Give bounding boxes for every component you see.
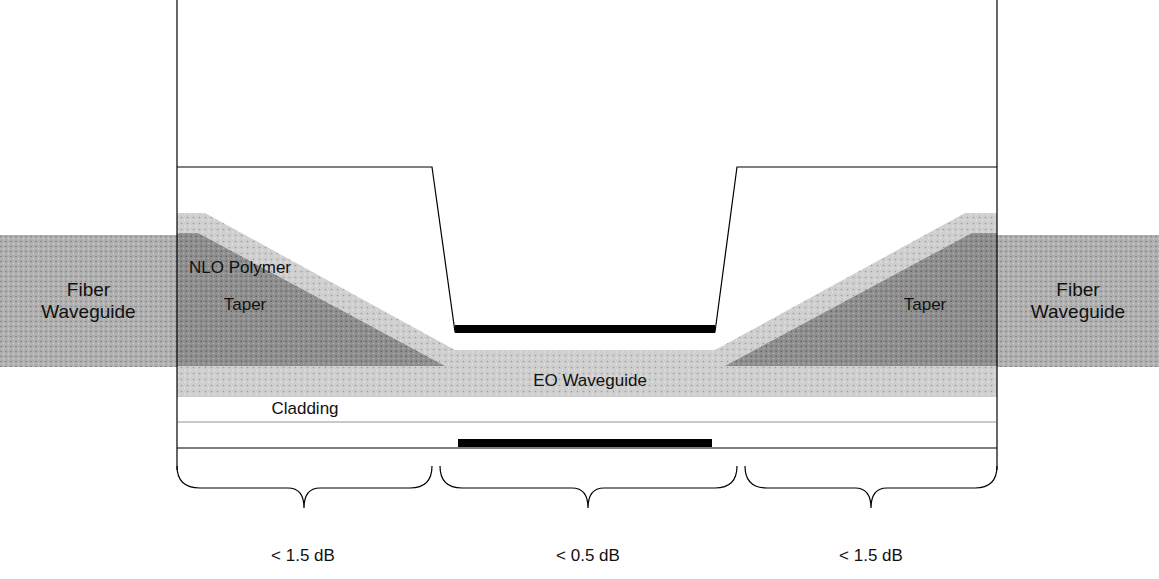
brace (177, 466, 432, 508)
substrate-line (177, 447, 997, 448)
fiber-fill (0, 235, 177, 367)
layer-label: NLO Polymer (189, 259, 291, 278)
layer-label: Taper (904, 296, 947, 315)
loss-value: < 1.5 dB (839, 547, 903, 566)
chip-edge (996, 0, 997, 470)
loss-value: < 1.5 dB (271, 547, 335, 566)
cladding-line (177, 422, 997, 423)
eo-waveguide-band (177, 368, 997, 395)
bottom-electrode (458, 439, 712, 447)
polymer-outline (177, 167, 997, 332)
chip-edge (176, 0, 177, 470)
top-electrode (455, 325, 715, 333)
layer-label: Cladding (271, 400, 338, 419)
layer-label: Taper (224, 296, 267, 315)
node-label: Fiber Waveguide (34, 279, 144, 323)
brace (745, 466, 997, 508)
loss-value: < 0.5 dB (556, 547, 620, 566)
layer-label: EO Waveguide (533, 372, 647, 391)
node-label: Fiber Waveguide (1023, 279, 1133, 323)
fiber-fill (997, 235, 1159, 367)
nlo-layer (177, 213, 997, 397)
brace (440, 466, 737, 508)
taper-fill (177, 233, 445, 366)
fiber-waveguide: Fiber Waveguide (0, 235, 177, 367)
fiber-waveguide: Fiber Waveguide (997, 235, 1159, 367)
taper-fill (725, 233, 997, 366)
